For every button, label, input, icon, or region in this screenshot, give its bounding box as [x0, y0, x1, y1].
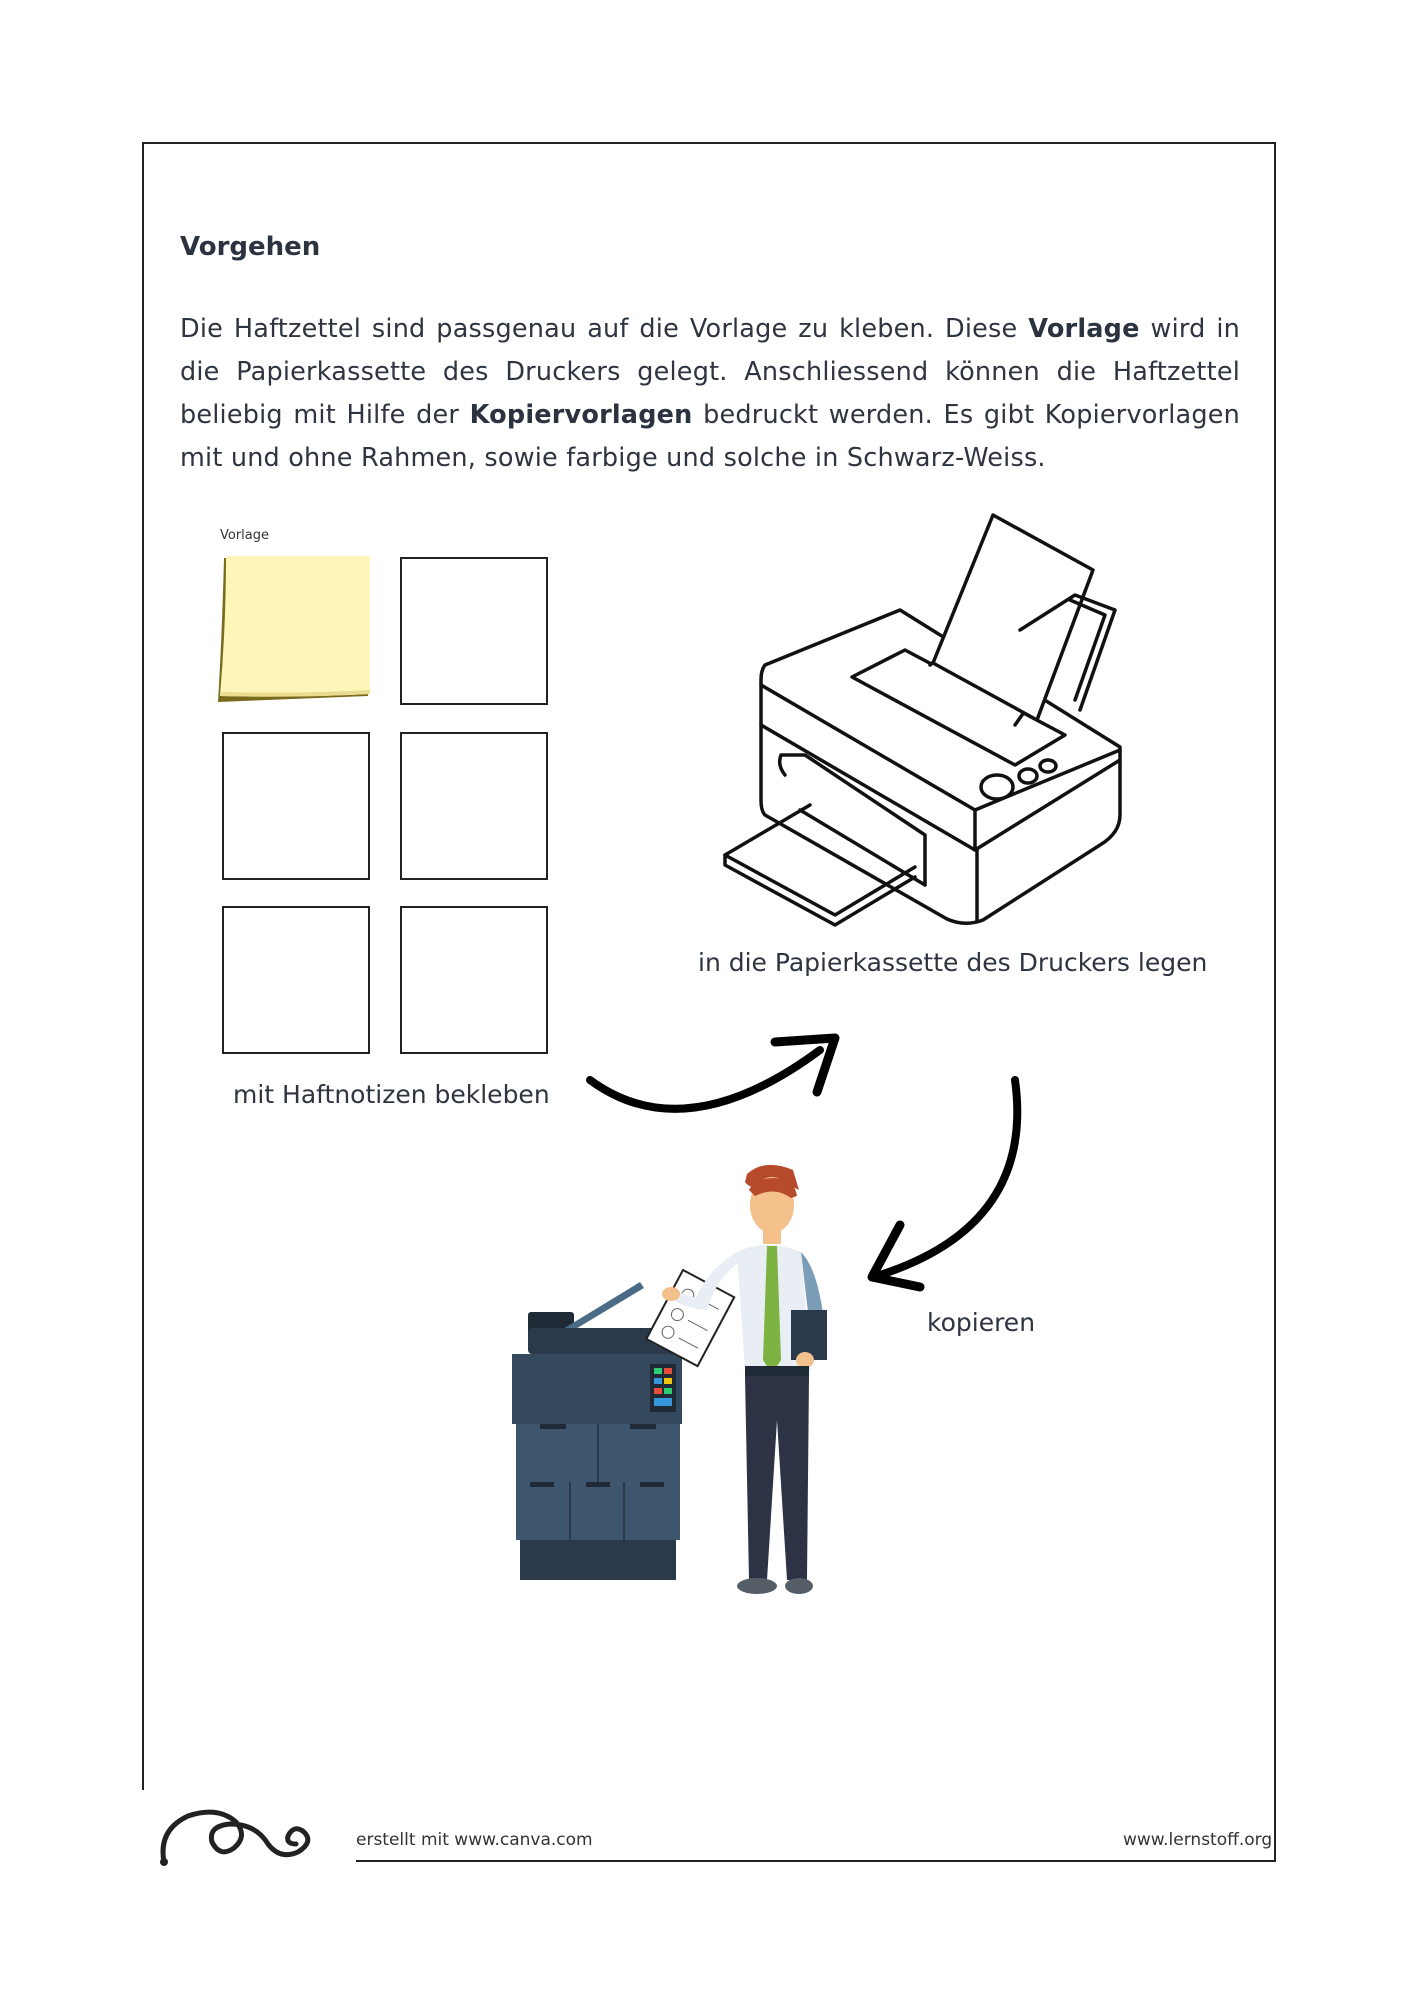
section-heading: Vorgehen	[180, 232, 321, 262]
page-frame	[142, 142, 1276, 1862]
curved-arrow-icon	[867, 1076, 1022, 1292]
paragraph-bold-vorlage: Vorlage	[1028, 314, 1140, 344]
footer-rule	[356, 1860, 1276, 1862]
template-label: Vorlage	[220, 528, 270, 543]
footer-website: www.lernstoff.org	[1123, 1830, 1273, 1850]
template-square-2	[400, 557, 548, 705]
template-square-6	[400, 906, 548, 1054]
instruction-paragraph: Die Haftzettel sind passgenau auf die Vo…	[180, 308, 1240, 480]
curved-arrow-icon	[586, 1033, 840, 1113]
paragraph-text-1: Die Haftzettel sind passgenau auf die Vo…	[180, 314, 1029, 344]
template-caption: mit Haftnotizen bekleben	[233, 1080, 550, 1109]
footer-canva-credit: erstellt mit www.canva.com	[356, 1830, 593, 1850]
template-square-4	[400, 732, 548, 880]
template-square-3	[222, 732, 370, 880]
swirl-ornament-icon	[160, 1809, 311, 1866]
copier-icon	[512, 1282, 682, 1580]
printer-caption: in die Papierkassette des Druckers legen	[698, 948, 1208, 977]
printer-icon	[723, 513, 1122, 927]
template-square-5	[222, 906, 370, 1054]
sticky-note-icon	[218, 556, 370, 702]
paragraph-text-2: wird in die Papierkassette des Druckers …	[180, 314, 1240, 430]
frame-gap	[138, 1790, 148, 1870]
copy-caption: kopieren	[927, 1308, 1036, 1337]
paragraph-bold-kopiervorlagen: Kopiervorlagen	[469, 400, 693, 430]
businessman-icon	[645, 1164, 827, 1594]
paragraph-text-3: bedruckt werden. Es gibt Kopiervorlagen …	[180, 400, 1240, 473]
